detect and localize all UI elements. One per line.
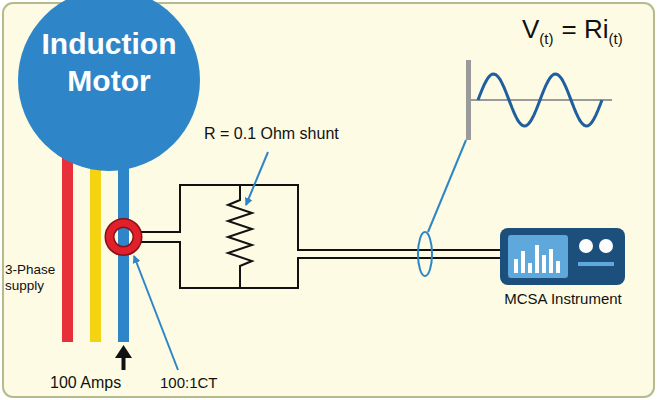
formula: V(t)= Ri(t): [522, 14, 623, 45]
current-label: 100 Amps: [50, 373, 121, 392]
supply-label: 3-Phase supply: [5, 262, 63, 294]
signal-probe: [418, 232, 432, 276]
formula-subscript: (t): [608, 30, 622, 47]
ct-label: 100:1CT: [160, 374, 218, 392]
probe-leader: [428, 140, 466, 232]
signal-plot: [466, 60, 612, 140]
current-arrow: [115, 345, 132, 370]
shunt-leader: [246, 152, 268, 205]
instrument-label: MCSA Instrument: [490, 290, 636, 308]
motor-circle: Induction Motor: [17, 0, 201, 172]
formula-symbol: V: [522, 14, 539, 45]
formula-subscript: (t): [539, 30, 553, 47]
current-transformer: [110, 223, 138, 251]
mcsa-instrument: MCSA Instrument: [490, 226, 636, 308]
shunt-label: R = 0.1 Ohm shunt: [204, 124, 339, 143]
motor-label: Induction Motor: [39, 26, 179, 99]
shunt-circuit: [138, 185, 500, 288]
ct-leader: [134, 256, 178, 370]
formula-symbol: = Ri: [562, 14, 609, 45]
